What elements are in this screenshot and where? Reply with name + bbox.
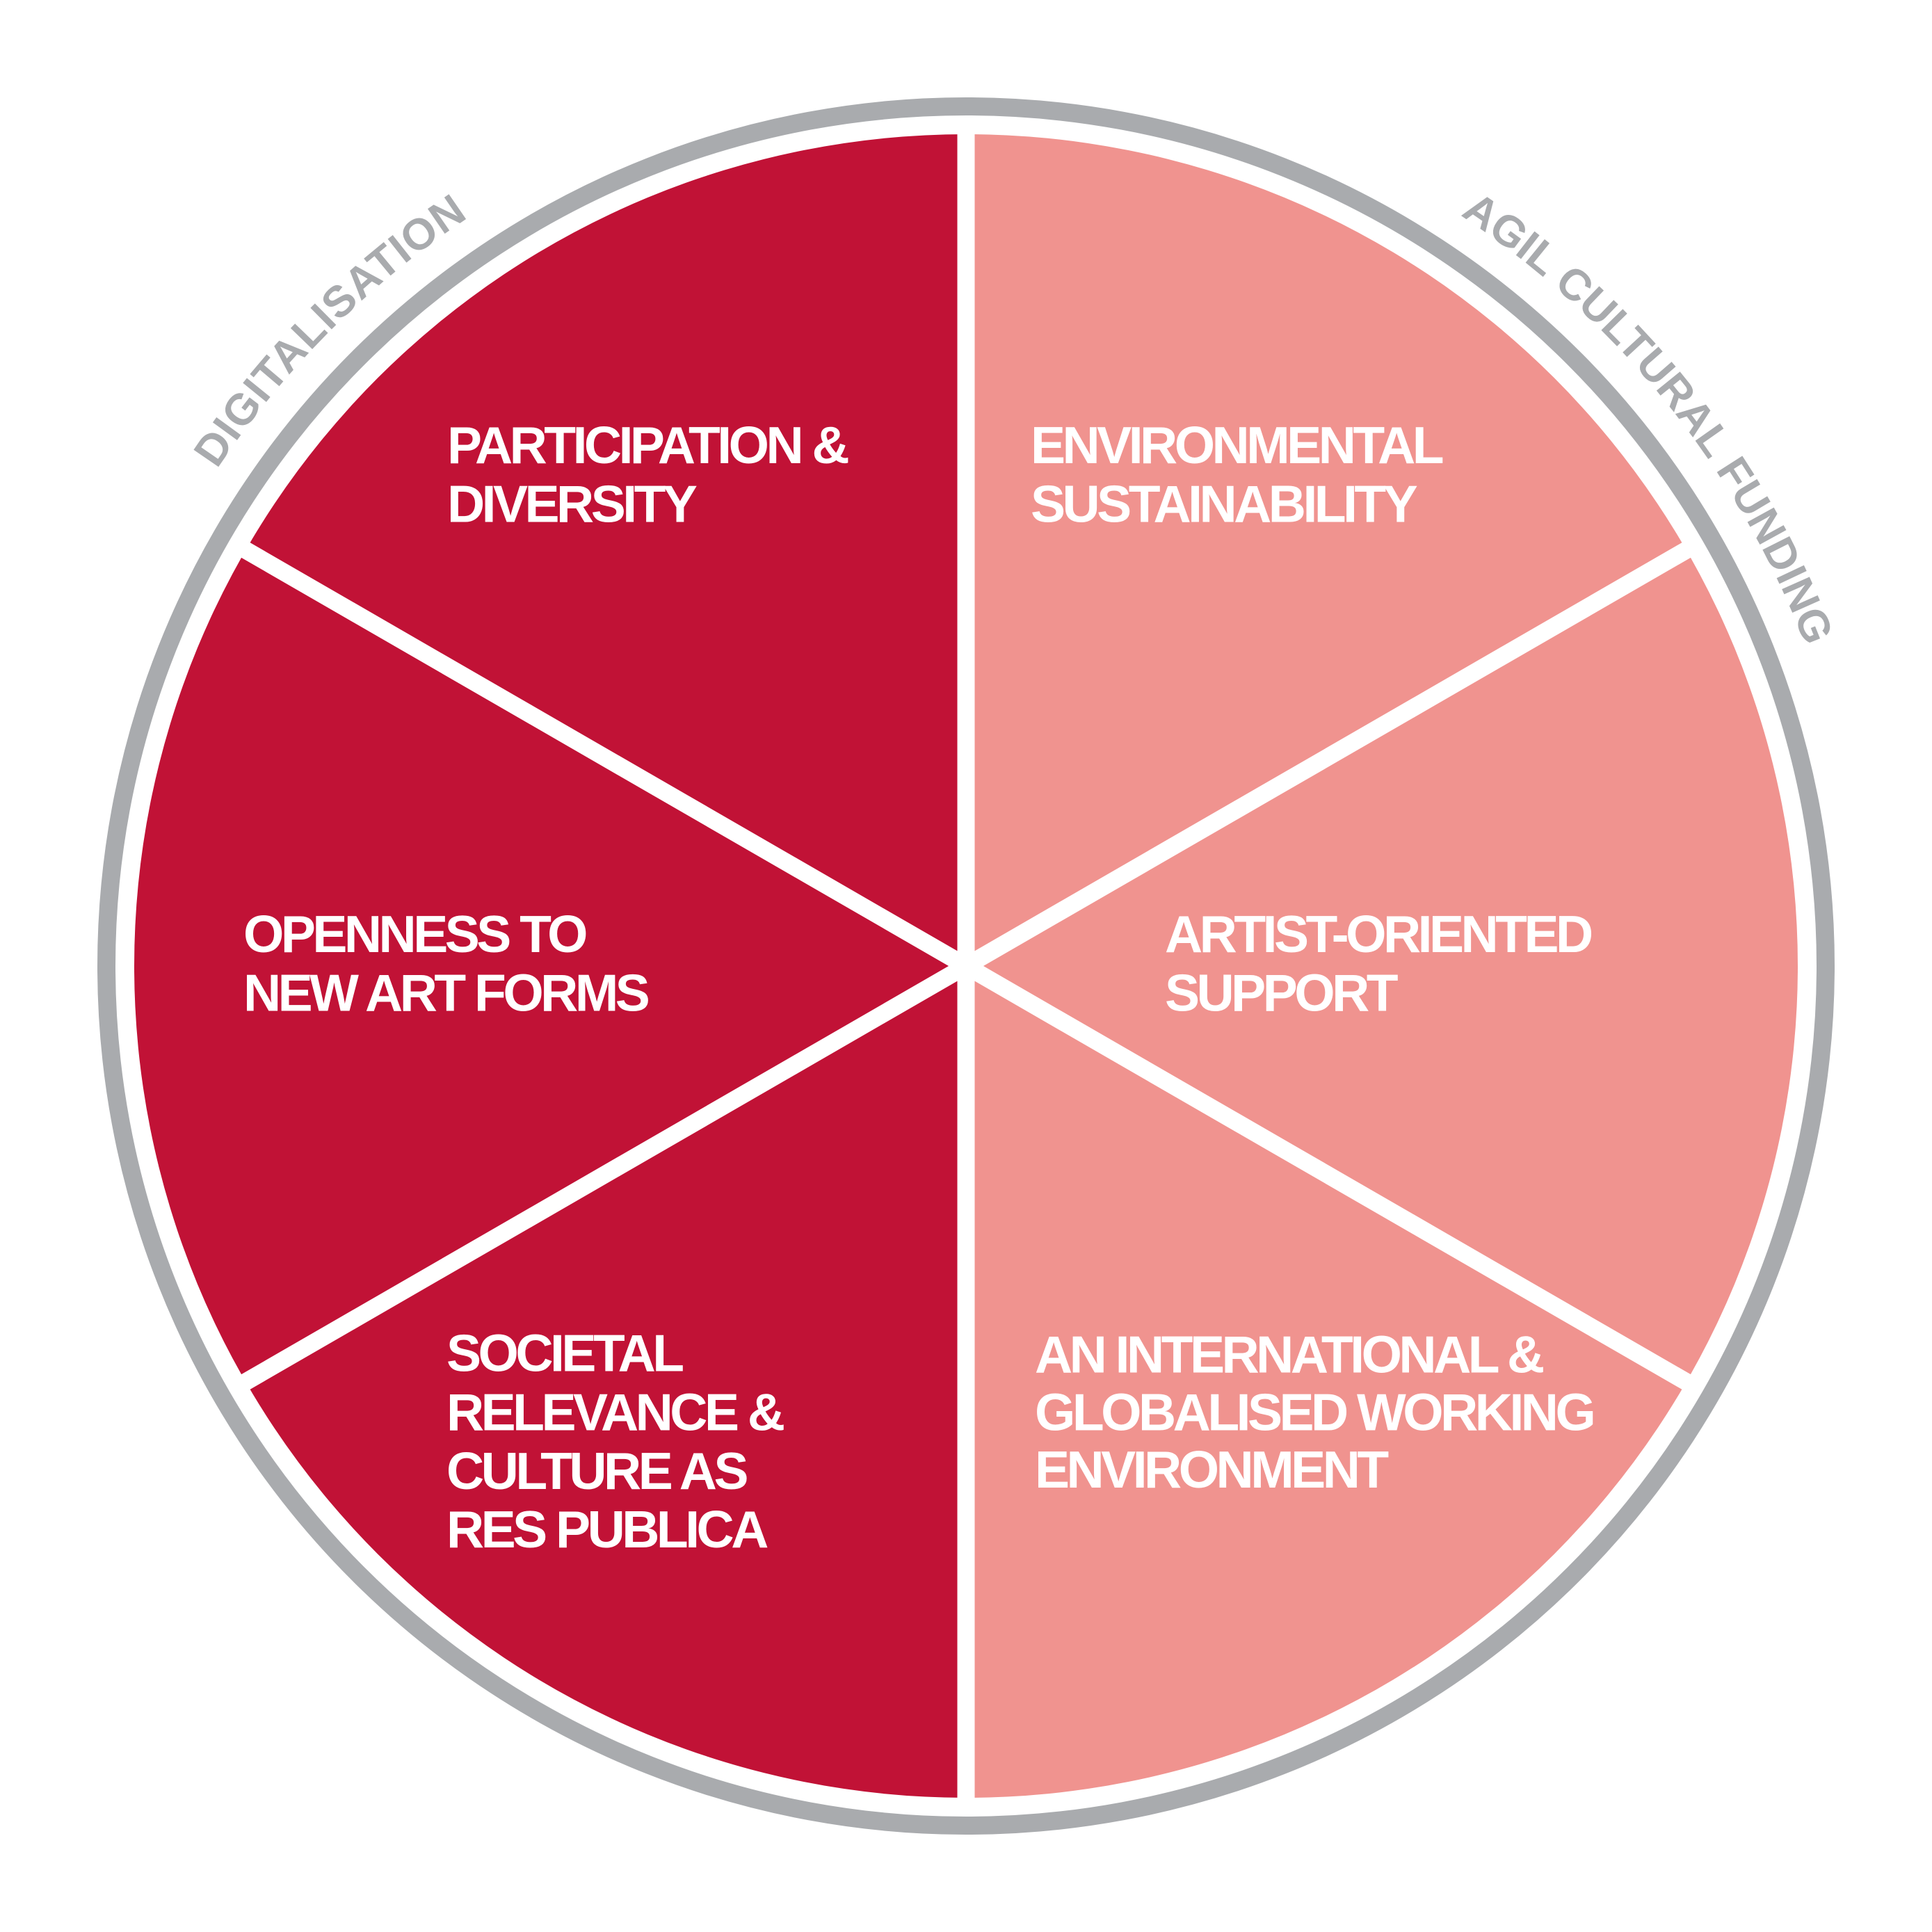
svg-text:OPENNESS TO: OPENNESS TO	[243, 905, 586, 963]
svg-text:ENVIRONMENTAL: ENVIRONMENTAL	[1031, 416, 1443, 474]
svg-text:RES PUBLICA: RES PUBLICA	[446, 1500, 768, 1559]
svg-text:CULTURE AS: CULTURE AS	[446, 1442, 747, 1500]
svg-text:GLOBALISED WORKING: GLOBALISED WORKING	[1035, 1383, 1593, 1441]
svg-text:AN INTERNATIONAL &: AN INTERNATIONAL &	[1035, 1326, 1543, 1384]
svg-text:SUPPORT: SUPPORT	[1165, 964, 1398, 1022]
svg-text:RELEVANCE &: RELEVANCE &	[446, 1383, 784, 1441]
svg-text:SUSTAINABILITY: SUSTAINABILITY	[1031, 475, 1417, 533]
svg-text:ENVIRONMENT: ENVIRONMENT	[1035, 1440, 1388, 1499]
svg-text:PARTICIPATION &: PARTICIPATION &	[447, 416, 848, 474]
svg-text:SOCIETAL: SOCIETAL	[446, 1324, 683, 1383]
svg-text:DIVERSITY: DIVERSITY	[447, 475, 697, 533]
svg-text:ARTIST-ORIENTED: ARTIST-ORIENTED	[1165, 905, 1592, 963]
svg-text:NEW ART FORMS: NEW ART FORMS	[243, 964, 649, 1022]
